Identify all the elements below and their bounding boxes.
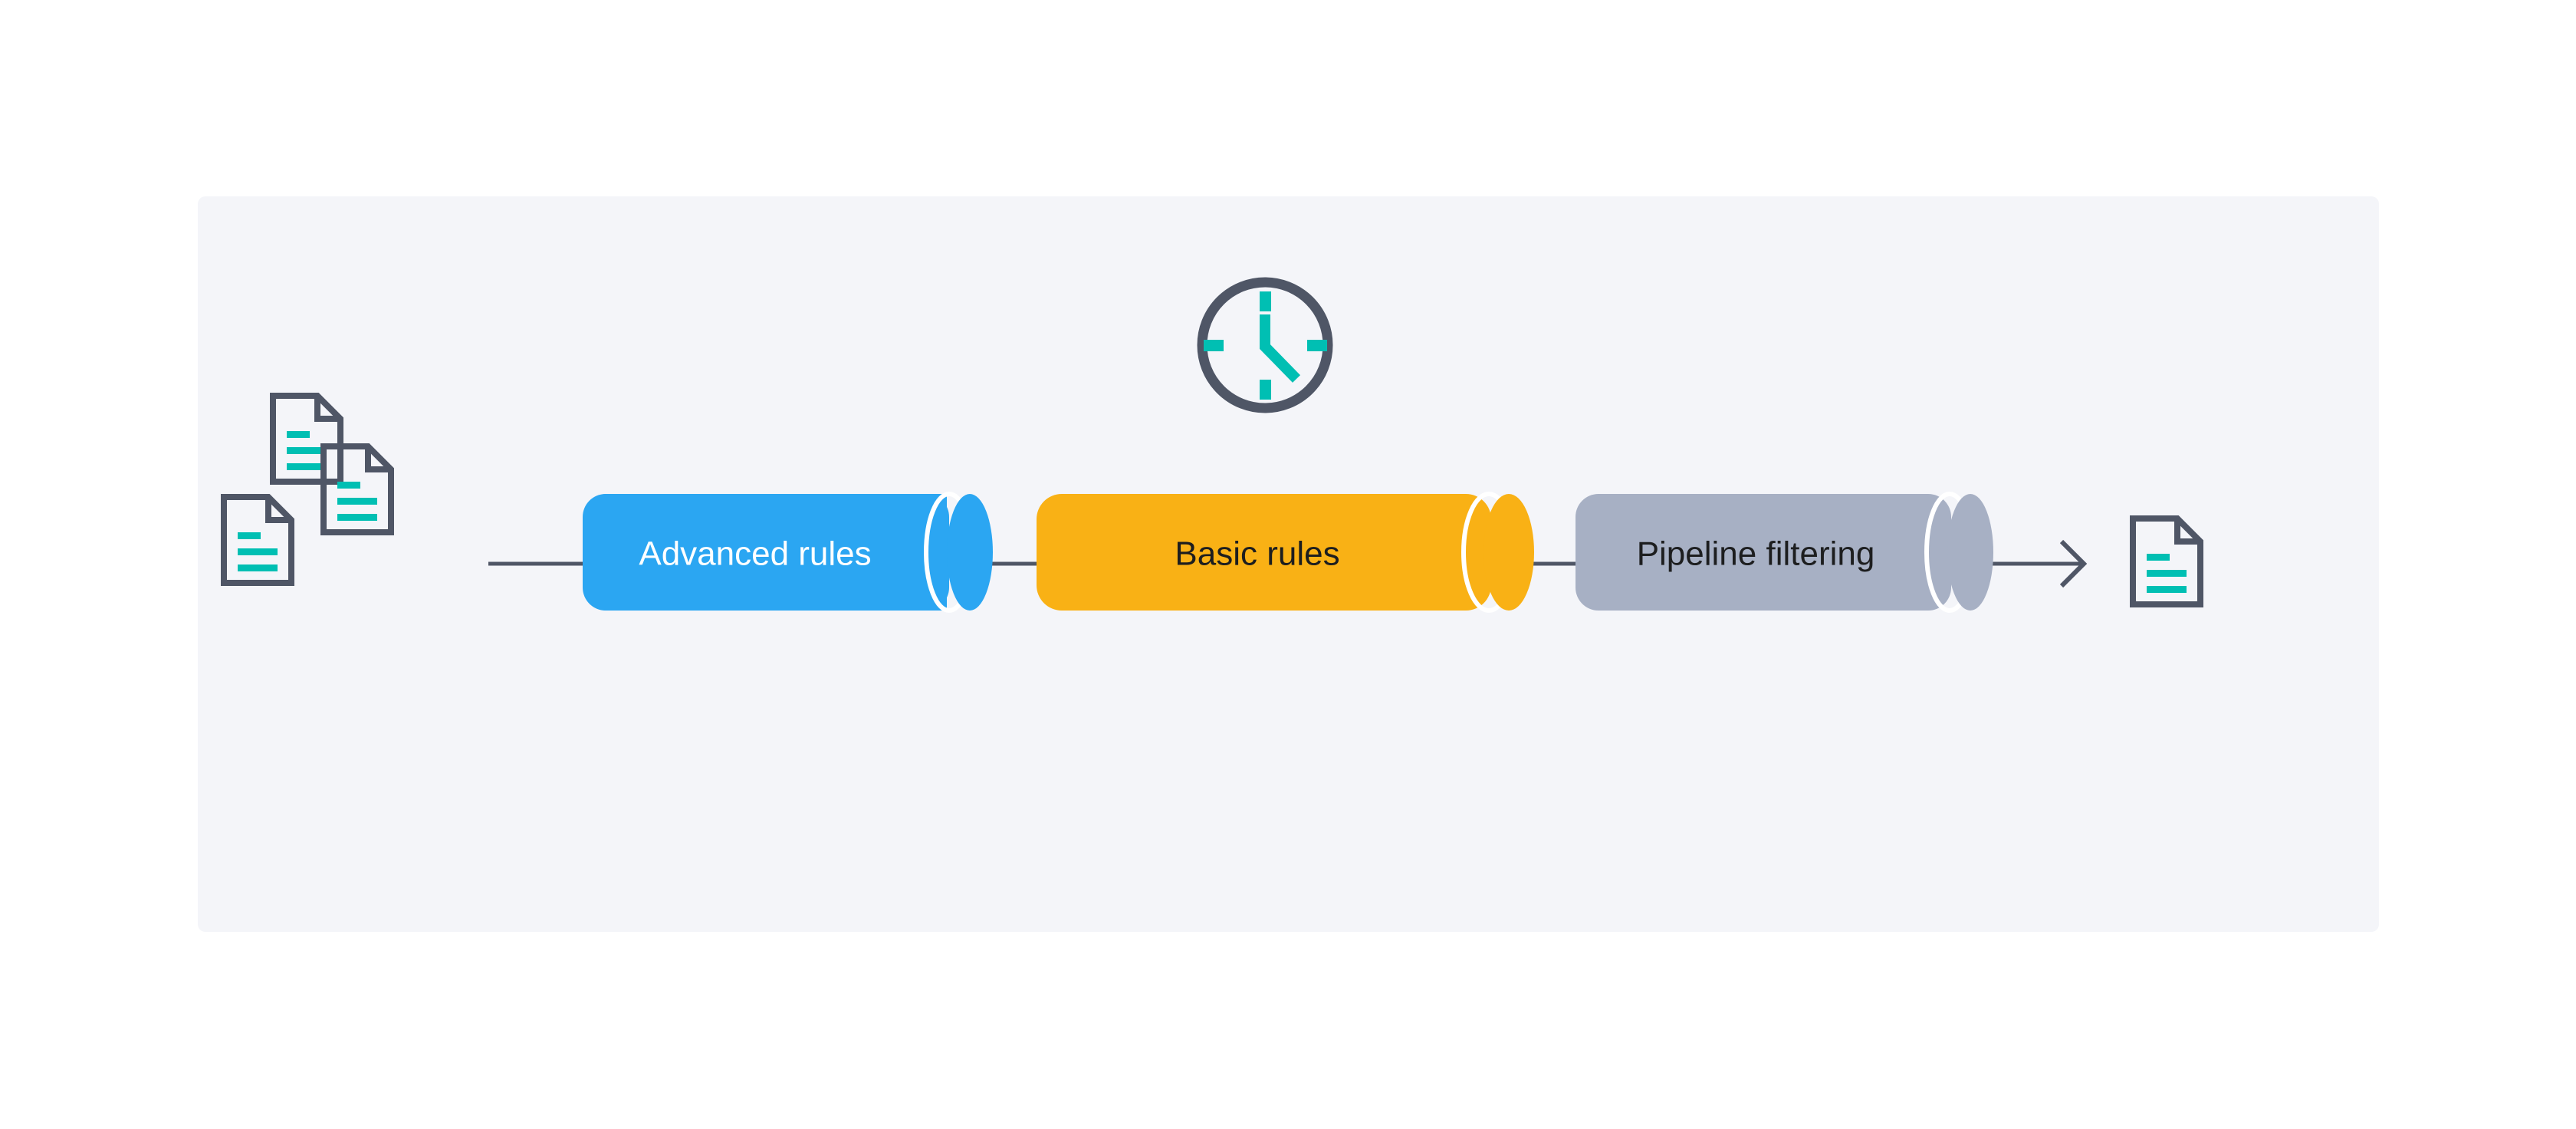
pipeline-stage-pipeline-filtering[interactable]: Pipeline filtering [1576, 492, 1993, 613]
flow-arrow-head [2059, 539, 2088, 588]
pipeline-filtering-body-rect [1576, 494, 1951, 611]
basic-rules-body-rect [1037, 494, 1491, 611]
basic-rules-end-cap [1484, 494, 1534, 611]
clock-tick-9 [1204, 340, 1224, 351]
advanced-rules-label: Advanced rules [639, 535, 871, 573]
input-document-2 [324, 446, 391, 532]
clock-hands [1260, 314, 1301, 383]
advanced-rules-end-cap [947, 494, 993, 611]
clock-tick-3 [1307, 340, 1327, 351]
clock-tick-6 [1260, 380, 1271, 400]
pipeline-filtering-label: Pipeline filtering [1637, 535, 1875, 573]
clock-tick-12 [1260, 291, 1271, 311]
input-documents-group [224, 396, 391, 583]
input-document-3 [224, 497, 291, 583]
input-document-1 [273, 396, 340, 482]
pipeline-stage-advanced-rules[interactable]: Advanced rules [583, 492, 993, 613]
clock-face-outline [1197, 277, 1333, 413]
output-document [2133, 518, 2200, 604]
basic-rules-label: Basic rules [1175, 535, 1339, 573]
pipeline-filtering-end-cap [1947, 494, 1993, 611]
pipeline-stage-basic-rules[interactable]: Basic rules [1037, 492, 1534, 613]
advanced-rules-body-rect [583, 494, 949, 611]
clock-icon [1197, 277, 1333, 413]
